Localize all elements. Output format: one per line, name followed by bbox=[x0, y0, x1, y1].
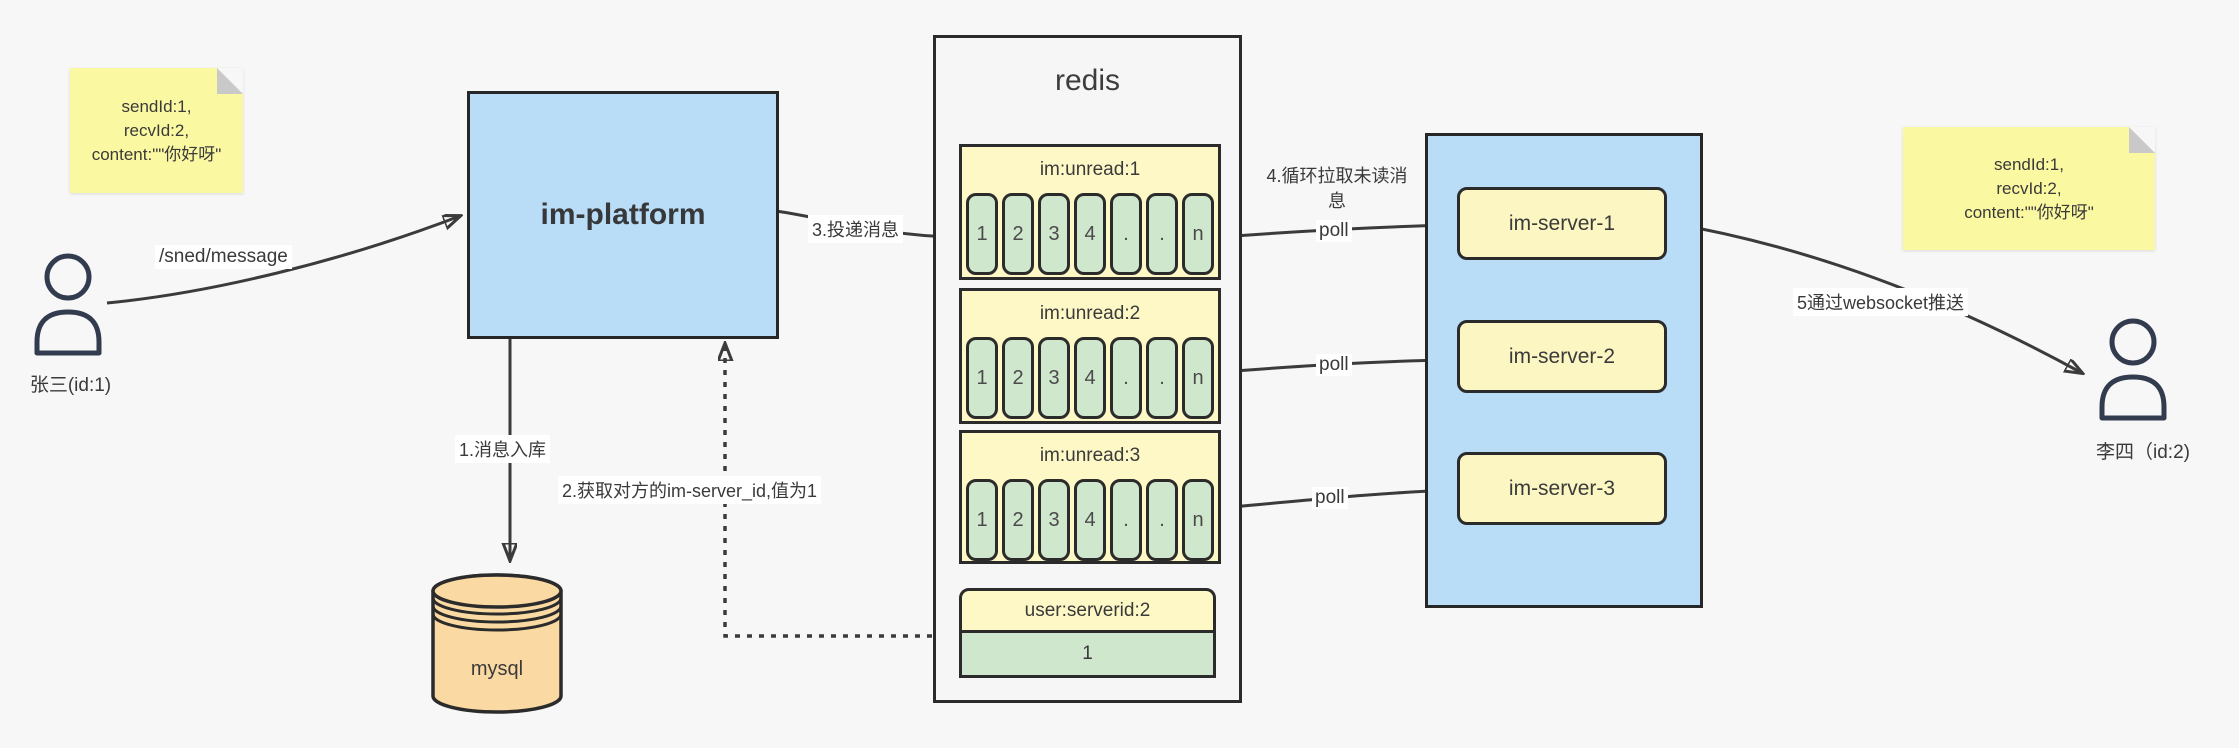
mysql-database-icon: mysql bbox=[431, 573, 563, 714]
sender-label: 张三(id:1) bbox=[29, 375, 112, 396]
queue-cell: . bbox=[1146, 479, 1178, 561]
queue-cell: n bbox=[1182, 479, 1214, 561]
im-server-3-box: im-server-3 bbox=[1457, 452, 1667, 525]
queue-cell: 3 bbox=[1038, 337, 1070, 419]
queue-cell: . bbox=[1110, 193, 1142, 275]
mysql-label: mysql bbox=[471, 658, 523, 680]
queue-cells: 1 2 3 4 . . n bbox=[962, 479, 1218, 564]
user-serverid-box: user:serverid:2 1 bbox=[959, 588, 1216, 678]
queue-header: im:unread:1 bbox=[1039, 159, 1141, 180]
note-line: recvId:2, bbox=[1996, 178, 2062, 198]
push-edge-label: 5通过websocket推送 bbox=[1793, 288, 1969, 316]
poll-label-3: poll bbox=[1312, 487, 1348, 509]
sender-message-note: sendId:1, recvId:2, content:""你好呀" bbox=[70, 68, 243, 193]
queue-cell: 4 bbox=[1074, 337, 1106, 419]
im-platform-label: im-platform bbox=[540, 198, 706, 231]
queue-cell: 1 bbox=[966, 337, 998, 419]
note-line: sendId:1, bbox=[1994, 154, 2064, 174]
queue-cell: n bbox=[1182, 337, 1214, 419]
send-edge-label: /sned/message bbox=[155, 245, 292, 269]
queue-cell: 1 bbox=[966, 193, 998, 275]
user-serverid-value: 1 bbox=[959, 633, 1216, 678]
im-server-1-box: im-server-1 bbox=[1457, 187, 1667, 260]
im-server-2-box: im-server-2 bbox=[1457, 320, 1667, 393]
queue-im-unread-1: im:unread:1 1 2 3 4 . . n bbox=[959, 144, 1221, 280]
queue-cell: 4 bbox=[1074, 479, 1106, 561]
pull-unread-label-line2: 息 bbox=[1328, 191, 1346, 211]
queue-cell: 2 bbox=[1002, 337, 1034, 419]
queue-im-unread-2: im:unread:2 1 2 3 4 . . n bbox=[959, 288, 1221, 424]
poll-label-1: poll bbox=[1316, 220, 1352, 242]
note-line: content:""你好呀" bbox=[91, 144, 222, 164]
queue-cell: 3 bbox=[1038, 193, 1070, 275]
queue-header: im:unread:2 bbox=[1039, 303, 1141, 324]
note-line: recvId:2, bbox=[123, 120, 190, 140]
queue-cells: 1 2 3 4 . . n bbox=[962, 193, 1218, 278]
queue-cell: 2 bbox=[1002, 193, 1034, 275]
sender-person-icon bbox=[34, 253, 102, 356]
redis-title: redis bbox=[1054, 64, 1121, 97]
receiver-message-note: sendId:1, recvId:2, content:""你好呀" bbox=[1903, 127, 2155, 250]
deliver-edge-label: 3.投递消息 bbox=[808, 215, 904, 243]
queue-cell: 1 bbox=[966, 479, 998, 561]
pull-unread-label-line1: 4.循环拉取未读消 bbox=[1266, 166, 1408, 186]
queue-cell: n bbox=[1182, 193, 1214, 275]
fetch-edge-label: 2.获取对方的im-server_id,值为1 bbox=[558, 476, 822, 504]
queue-cell: . bbox=[1146, 193, 1178, 275]
note-line: content:""你好呀" bbox=[1964, 202, 2094, 222]
queue-cell: . bbox=[1110, 479, 1142, 561]
user-serverid-key: user:serverid:2 bbox=[959, 588, 1216, 633]
store-edge-label: 1.消息入库 bbox=[455, 435, 551, 463]
note-line: sendId:1, bbox=[121, 96, 192, 116]
queue-cell: 4 bbox=[1074, 193, 1106, 275]
queue-cell: . bbox=[1110, 337, 1142, 419]
receiver-person-icon bbox=[2099, 318, 2167, 421]
im-platform-box: im-platform bbox=[467, 91, 779, 339]
receiver-label: 李四（id:2) bbox=[2096, 442, 2190, 463]
queue-cells: 1 2 3 4 . . n bbox=[962, 337, 1218, 422]
queue-cell: 2 bbox=[1002, 479, 1034, 561]
queue-im-unread-3: im:unread:3 1 2 3 4 . . n bbox=[959, 430, 1221, 564]
queue-header: im:unread:3 bbox=[1039, 445, 1141, 466]
queue-cell: 3 bbox=[1038, 479, 1070, 561]
poll-label-2: poll bbox=[1316, 354, 1352, 376]
pull-unread-label: 4.循环拉取未读消 息 bbox=[1248, 164, 1426, 214]
queue-cell: . bbox=[1146, 337, 1178, 419]
